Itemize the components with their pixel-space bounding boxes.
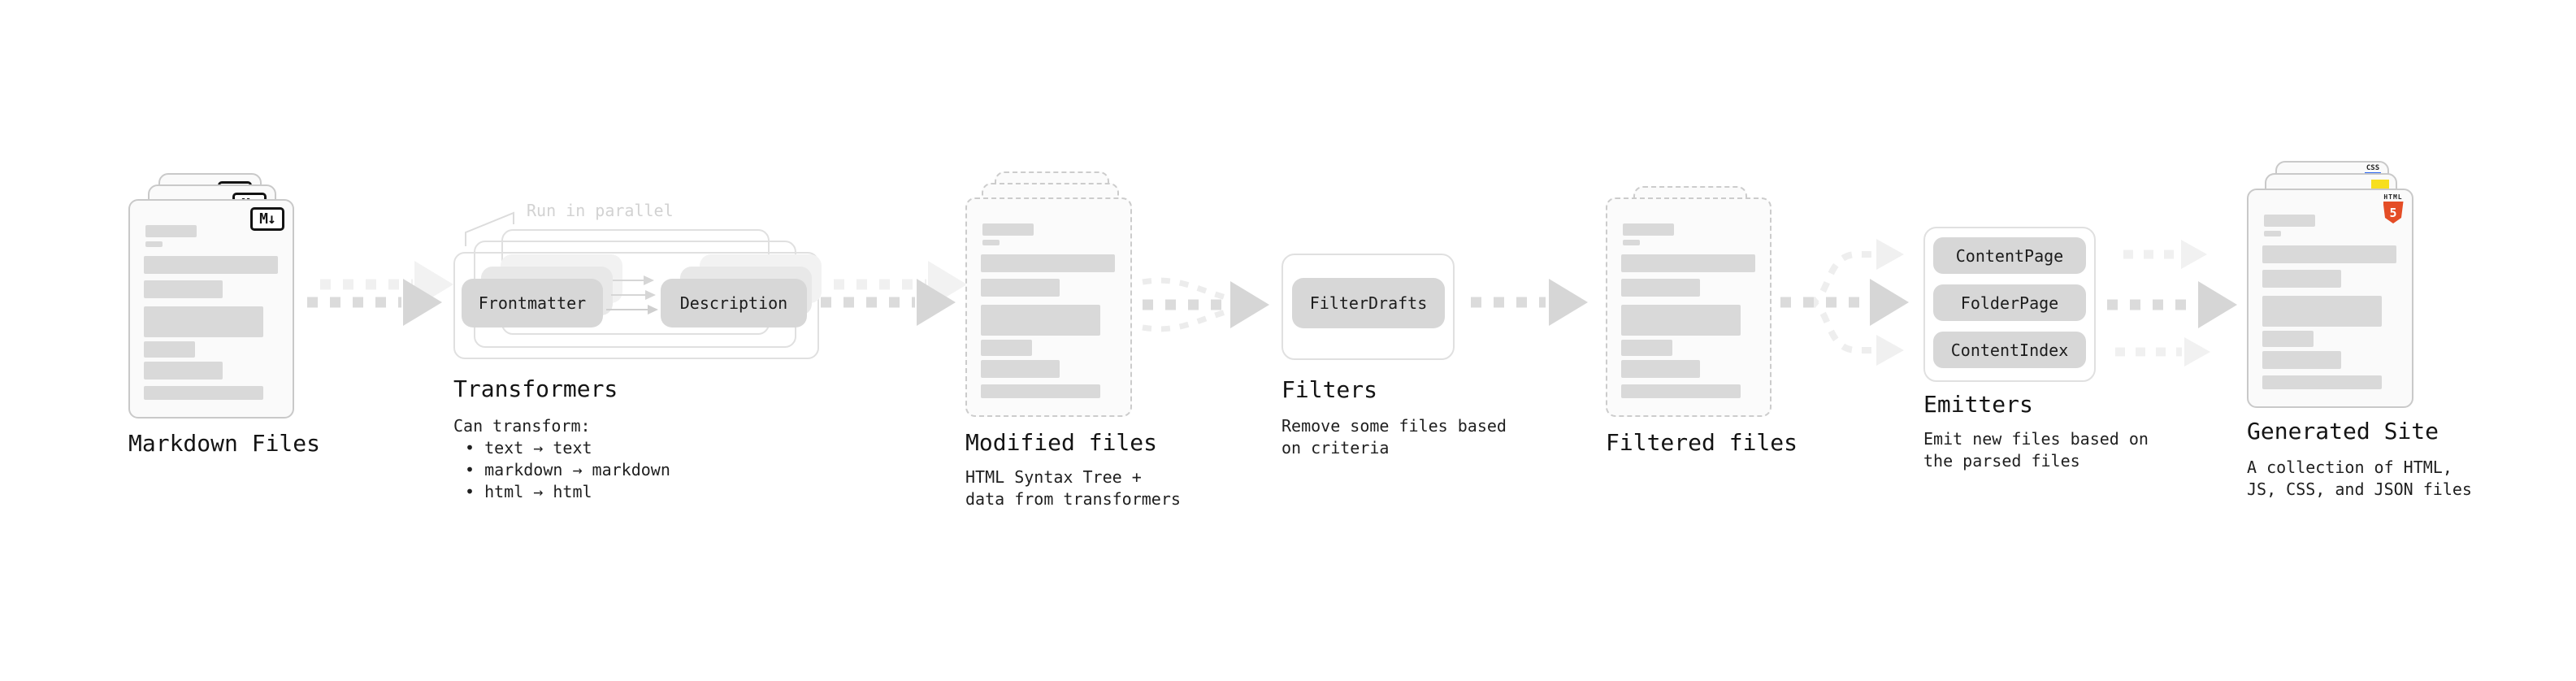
flow-arrow-markdown-to-transformers: [307, 261, 453, 326]
text-line-placeholder: [2262, 270, 2341, 288]
note-leader-line: [465, 211, 514, 246]
text-line-placeholder: [1621, 305, 1741, 336]
parallel-arrows-icon: [606, 275, 658, 314]
stage-title-generated-site: Generated Site: [2247, 418, 2439, 445]
stage-title-modified-files: Modified files: [965, 429, 1158, 456]
transformers-bullet: • markdown → markdown: [465, 460, 670, 479]
transformers-desc-heading: Can transform:: [453, 416, 591, 436]
text-line-placeholder: [1623, 240, 1640, 245]
html5-icon-number: 5: [2389, 205, 2397, 220]
generated-desc-line: JS, CSS, and JSON files: [2247, 479, 2472, 499]
filter-box-filterdrafts: FilterDrafts: [1292, 278, 1445, 328]
transformer-frame-front: [453, 252, 819, 359]
html5-icon-label: HTML: [2383, 193, 2403, 201]
text-line-placeholder: [981, 279, 1060, 297]
emitters-desc-line: Emit new files based on: [1923, 429, 2149, 449]
text-line-placeholder: [144, 256, 278, 274]
text-line-placeholder: [2264, 215, 2315, 227]
generated-desc-line: A collection of HTML,: [2247, 458, 2452, 477]
transformer-box-description: Description: [661, 279, 807, 327]
text-line-placeholder: [1621, 384, 1741, 398]
html5-icon: HTML 5: [2383, 194, 2404, 223]
stage-title-filtered-files: Filtered files: [1606, 429, 1798, 456]
flow-arrow-filters-to-filtered: [1471, 279, 1588, 326]
text-line-placeholder: [144, 341, 195, 358]
emitter-box-contentindex: ContentIndex: [1933, 332, 2086, 368]
text-line-placeholder: [145, 225, 197, 237]
text-line-placeholder: [2262, 245, 2396, 263]
text-line-placeholder: [145, 241, 163, 247]
text-line-placeholder: [1623, 223, 1674, 236]
text-line-placeholder: [2262, 375, 2382, 389]
text-line-placeholder: [981, 340, 1032, 356]
text-line-placeholder: [1621, 340, 1672, 356]
flow-arrow-emitters-to-generated: [2107, 240, 2237, 367]
filtered-doc-front: [1606, 197, 1772, 417]
html5-icon-shield: 5: [2383, 202, 2404, 223]
text-line-placeholder: [2262, 331, 2314, 347]
text-line-placeholder: [2262, 351, 2341, 369]
run-in-parallel-note: Run in parallel: [527, 201, 674, 220]
text-line-placeholder: [2262, 296, 2382, 327]
text-line-placeholder: [981, 360, 1060, 378]
stage-title-transformers: Transformers: [453, 375, 618, 402]
stage-title-markdown-files: Markdown Files: [128, 430, 321, 457]
markdown-doc-front: M↓: [128, 199, 294, 419]
text-line-placeholder: [2264, 231, 2281, 236]
transformer-box-frontmatter: Frontmatter: [462, 279, 603, 327]
transformers-bullet: • html → html: [465, 482, 592, 501]
text-line-placeholder: [1621, 360, 1700, 378]
flow-arrow-transformers-to-modified: [821, 261, 967, 326]
flow-arrow-filtered-to-emitters: [1780, 239, 1909, 366]
html-doc-front: HTML 5: [2247, 189, 2413, 408]
text-line-placeholder: [982, 240, 1000, 245]
text-line-placeholder: [144, 362, 223, 380]
emitters-desc-line: the parsed files: [1923, 451, 2080, 471]
markdown-icon: M↓: [250, 207, 284, 231]
filters-desc-line: Remove some files based: [1281, 416, 1507, 436]
text-line-placeholder: [144, 386, 263, 400]
text-line-placeholder: [981, 254, 1115, 272]
text-line-placeholder: [981, 384, 1100, 398]
modified-doc-front: [965, 197, 1132, 417]
stage-title-emitters: Emitters: [1923, 391, 2033, 418]
text-line-placeholder: [981, 305, 1100, 336]
css-icon-label: CSS: [2366, 164, 2380, 172]
text-line-placeholder: [144, 306, 263, 337]
emitter-box-folderpage: FolderPage: [1933, 284, 2086, 321]
text-line-placeholder: [1621, 254, 1755, 272]
modified-desc-line: data from transformers: [965, 489, 1181, 509]
transformers-bullet: • text → text: [465, 438, 592, 458]
emitter-box-contentpage: ContentPage: [1933, 237, 2086, 274]
text-line-placeholder: [982, 223, 1034, 236]
flow-arrow-modified-to-filters: [1142, 277, 1269, 332]
filters-desc-line: on criteria: [1281, 438, 1390, 458]
modified-desc-line: HTML Syntax Tree +: [965, 467, 1142, 487]
text-line-placeholder: [144, 280, 223, 298]
js-icon: [2371, 180, 2389, 191]
text-line-placeholder: [1621, 279, 1700, 297]
stage-title-filters: Filters: [1281, 376, 1378, 403]
